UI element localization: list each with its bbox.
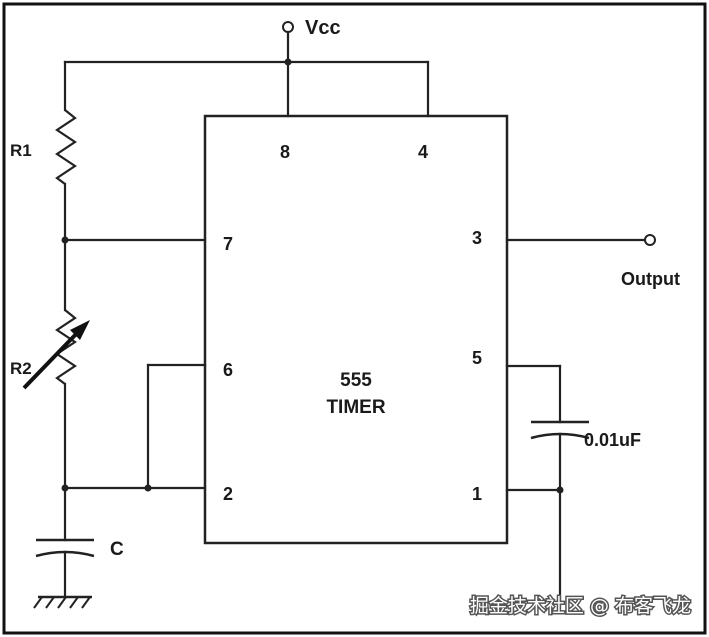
pin-1-label: 1	[472, 484, 482, 504]
junction-dot	[556, 486, 564, 494]
r1-resistor	[55, 109, 77, 185]
pin-7-label: 7	[223, 234, 233, 254]
timer-chip-body	[203, 114, 509, 545]
ground-hatch	[57, 596, 67, 609]
vcc-label: Vcc	[305, 17, 341, 39]
output-label: Output	[621, 269, 680, 289]
ground-hatch	[33, 596, 43, 609]
watermark-shadow: 掘金技术社区 @ 布客飞龙	[470, 595, 691, 617]
cap-c-label: C	[110, 539, 124, 560]
output-terminal	[644, 234, 656, 246]
ground-hatch	[45, 596, 55, 609]
pin-6-label: 6	[223, 360, 233, 380]
pin-4-label: 4	[418, 142, 428, 162]
ground-hatch	[69, 596, 79, 609]
pin-2-label: 2	[223, 484, 233, 504]
r2-label: R2	[10, 359, 32, 378]
vcc-terminal	[282, 21, 294, 33]
junction-dot	[284, 58, 292, 66]
pin-5-label: 5	[472, 348, 482, 368]
r2-adjust-arrow	[22, 328, 82, 390]
ground-hatch	[81, 596, 91, 609]
chip-name-line2: TIMER	[326, 397, 385, 418]
r1-label: R1	[10, 141, 32, 160]
r2-resistor	[55, 309, 77, 385]
arrow-head-icon	[70, 320, 90, 340]
pin-8-label: 8	[280, 142, 290, 162]
watermark-text: 掘金技术社区 @ 布客飞龙	[470, 595, 691, 617]
chip-name-line1: 555	[340, 370, 372, 391]
pin-3-label: 3	[472, 228, 482, 248]
cap-value-label: 0.01uF	[584, 430, 641, 450]
